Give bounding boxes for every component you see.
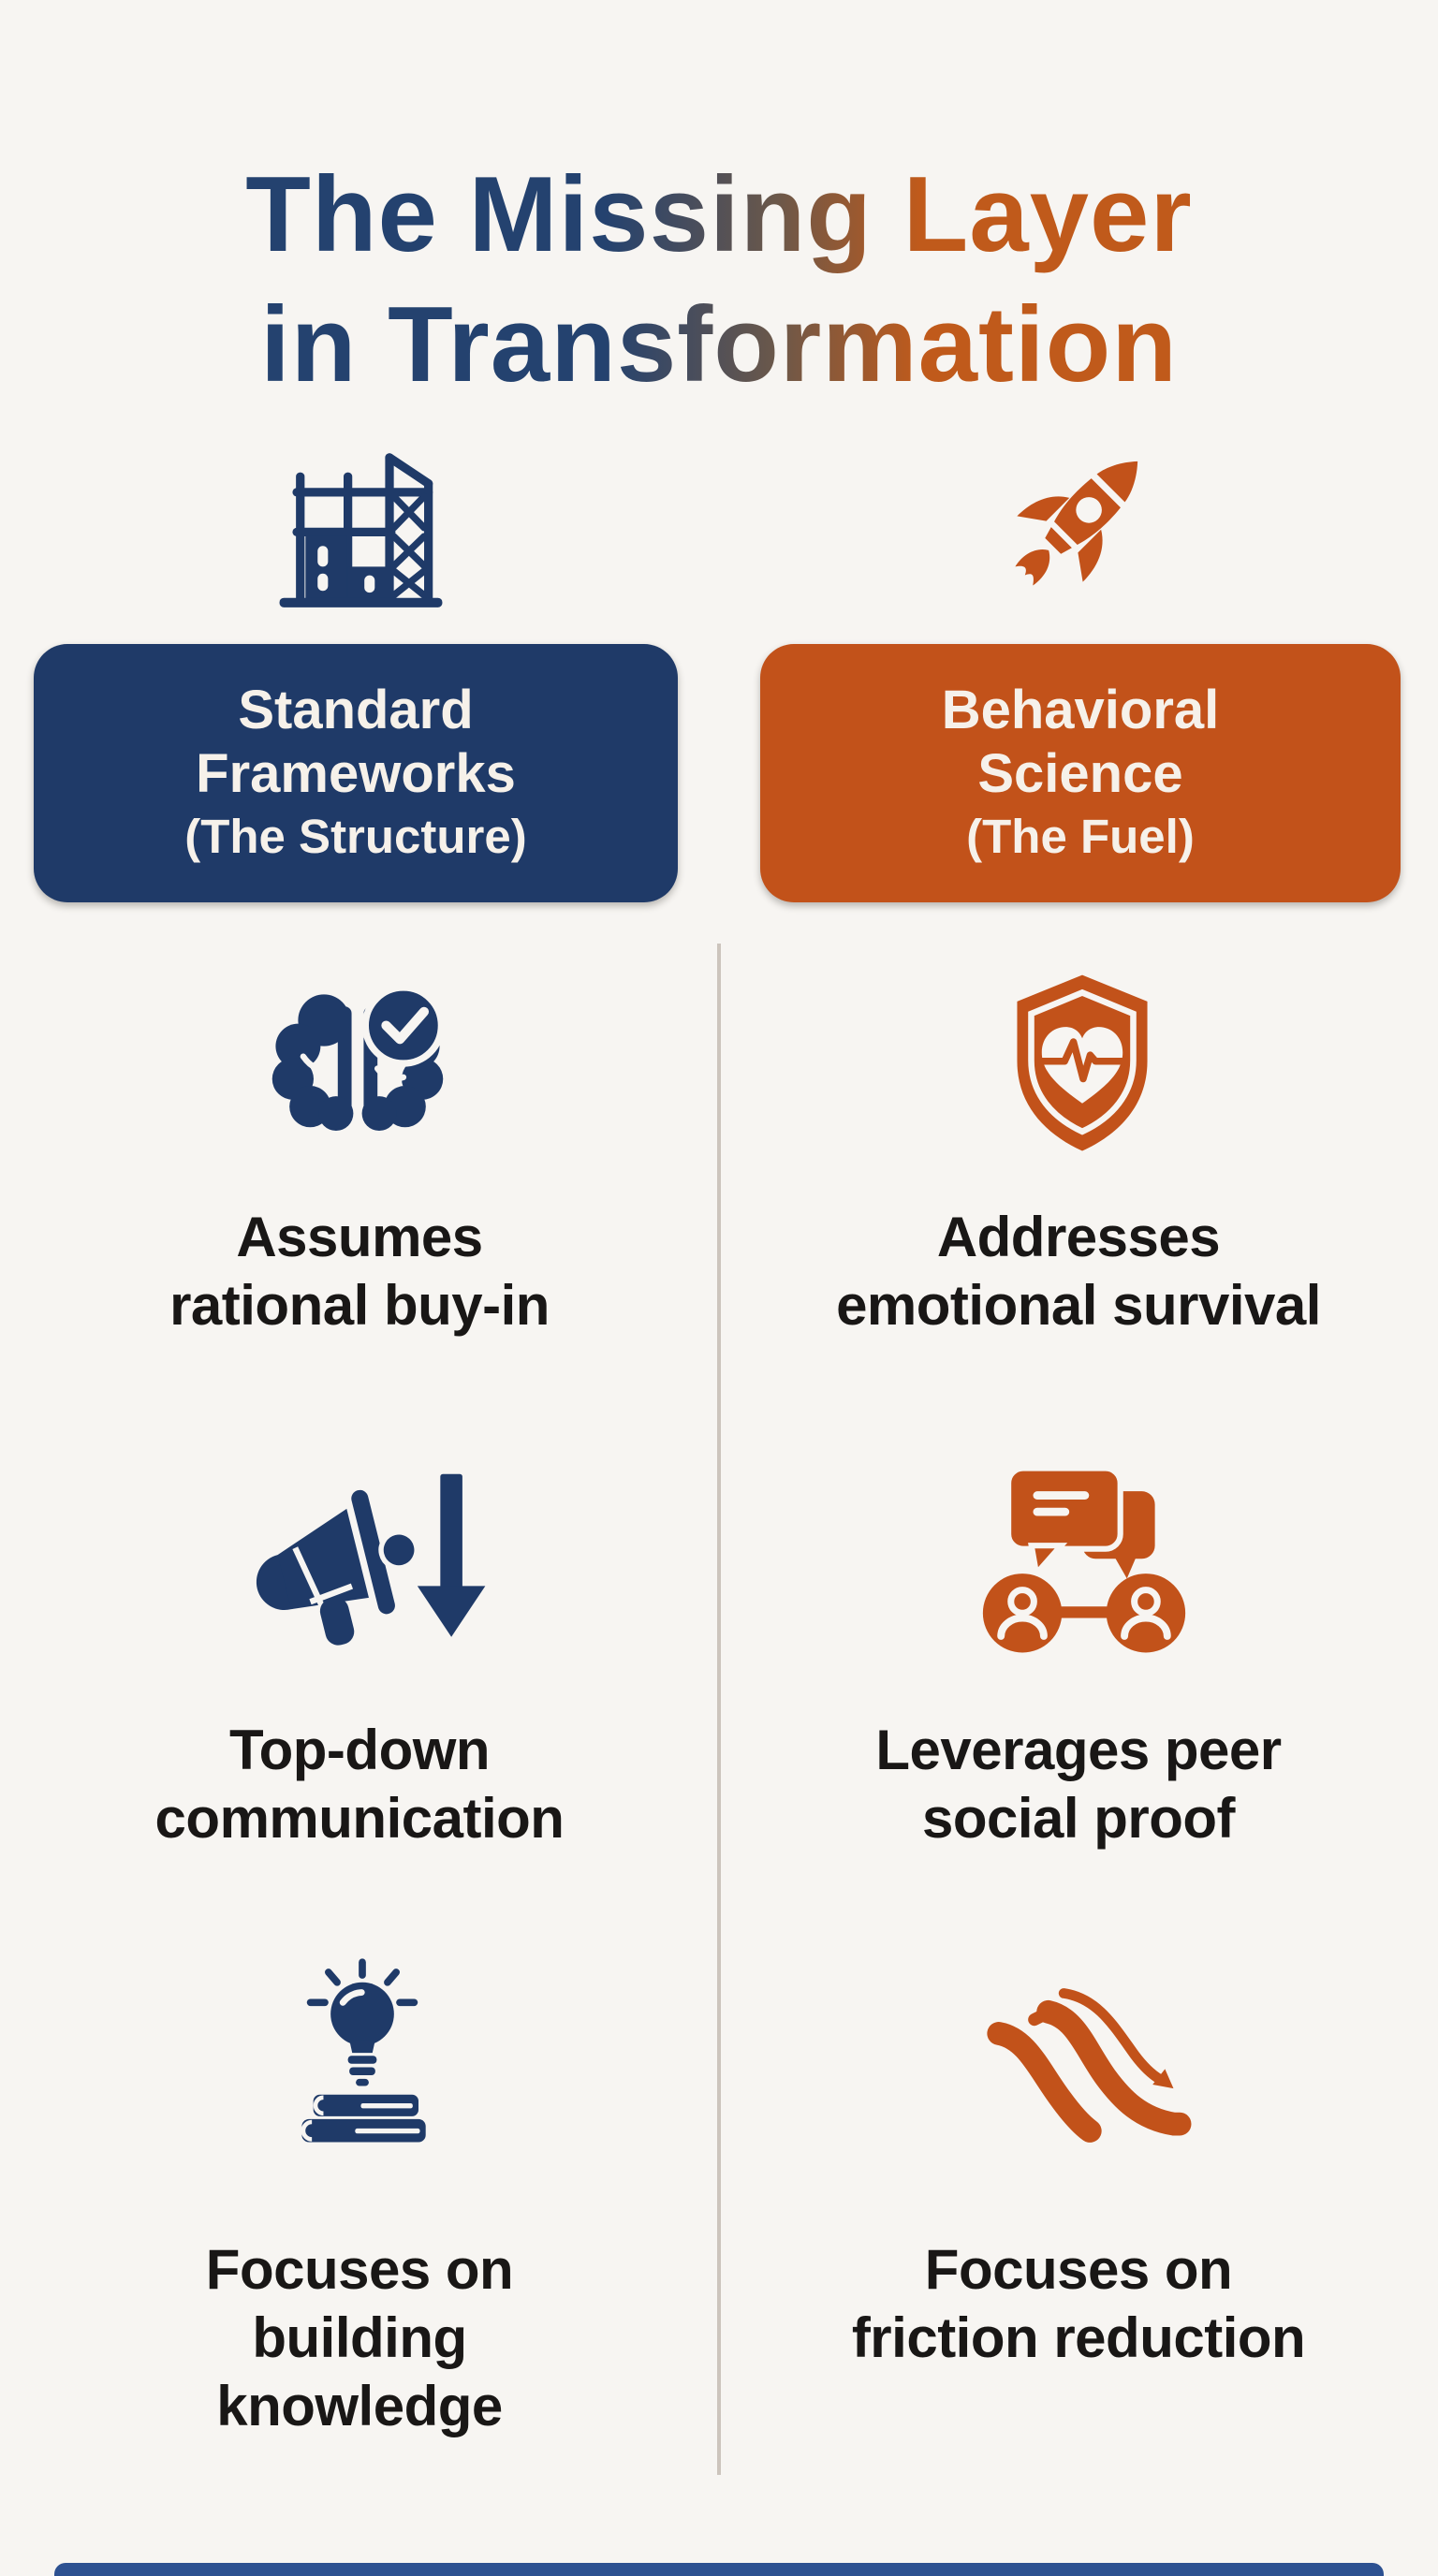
text-line: Top-down — [228, 1719, 491, 1781]
title-line: in Transformation — [260, 285, 1178, 405]
comparison-text-leverages-peer-social-proof: Leverages peer social proof — [726, 1716, 1431, 1852]
card-title-line: Science — [977, 742, 1183, 804]
footer-bar — [54, 2563, 1384, 2576]
behavioral-science-card: Behavioral Science (The Fuel) — [760, 644, 1401, 902]
shield-heartbeat-icon — [1017, 974, 1148, 1151]
megaphone-down-arrow-icon — [256, 1473, 486, 1646]
comparison-text-top-down-communication: Top-down communication — [7, 1716, 712, 1852]
rocket-icon — [1015, 461, 1138, 586]
card-subtitle: (The Fuel) — [966, 809, 1195, 863]
card-title-line: Behavioral — [941, 679, 1220, 740]
text-line: rational buy-in — [169, 1274, 550, 1338]
friction-slide-down-icon — [987, 1988, 1192, 2143]
text-line: Leverages peer — [875, 1719, 1282, 1781]
comparison-text-focuses-on-building-knowledge: Focuses on building knowledge — [7, 2235, 712, 2441]
text-line: communication — [154, 1787, 565, 1851]
title-line: The Missing Layer — [245, 155, 1193, 275]
peer-social-proof-icon — [982, 1465, 1186, 1653]
text-line: Focuses on — [924, 2238, 1233, 2301]
construction-scaffolding-icon — [279, 453, 443, 607]
text-line: knowledge — [216, 2375, 503, 2438]
text-line: emotional survival — [836, 1274, 1321, 1338]
card-title-line: Frameworks — [196, 742, 516, 804]
text-line: building — [252, 2306, 467, 2370]
text-line: social proof — [921, 1787, 1236, 1851]
text-line: Assumes — [236, 1206, 483, 1268]
brain-checkmark-icon — [271, 984, 446, 1131]
standard-frameworks-card: Standard Frameworks (The Structure) — [34, 644, 678, 902]
text-line: friction reduction — [851, 2306, 1306, 2370]
text-line: Addresses — [936, 1206, 1221, 1268]
comparison-text-assumes-rational-buy-in: Assumes rational buy-in — [7, 1203, 712, 1339]
column-divider — [717, 944, 721, 2475]
page-title: The Missing Layer in Transformation — [0, 150, 1438, 410]
comparison-text-focuses-on-friction-reduction: Focuses on friction reduction — [726, 2235, 1431, 2372]
text-line: Focuses on — [205, 2238, 514, 2301]
card-title-line: Standard — [238, 679, 474, 740]
comparison-text-addresses-emotional-survival: Addresses emotional survival — [726, 1203, 1431, 1339]
card-subtitle: (The Structure) — [184, 809, 527, 863]
lightbulb-books-icon — [301, 1958, 426, 2143]
